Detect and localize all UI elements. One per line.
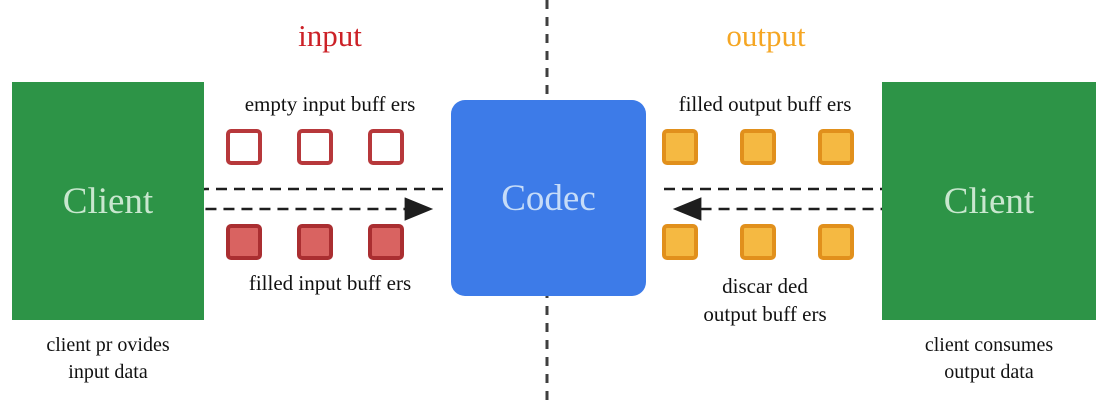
client-right-caption: client consumes output data bbox=[882, 332, 1096, 386]
discarded-output-buffers-label: discar ded output buff ers bbox=[645, 272, 885, 328]
empty-input-buffer bbox=[226, 129, 262, 165]
client-left-caption-line2: input data bbox=[68, 361, 148, 383]
filled-input-buffers-label: filled input buff ers bbox=[248, 271, 412, 295]
filled-output-buffer bbox=[740, 129, 776, 165]
client-right-caption-line1: client consumes bbox=[924, 334, 1054, 356]
filled-input-buffer bbox=[368, 224, 404, 260]
empty-input-buffer-row bbox=[226, 129, 404, 165]
client-left-title: Client bbox=[62, 180, 154, 222]
codec-box: Codec bbox=[451, 100, 646, 296]
client-left-caption-line1: client pr ovides bbox=[46, 334, 170, 356]
empty-input-buffer bbox=[297, 129, 333, 165]
input-section-label: input bbox=[298, 18, 362, 53]
discarded-output-buffer bbox=[818, 224, 854, 260]
discarded-output-buffer-row bbox=[662, 224, 854, 260]
output-flow-arrow bbox=[664, 187, 909, 221]
filled-output-buffer bbox=[662, 129, 698, 165]
empty-input-buffers-label: empty input buff ers bbox=[244, 92, 416, 116]
client-right-caption-line2: output data bbox=[944, 361, 1034, 383]
output-section-label: output bbox=[726, 18, 806, 53]
client-right-box: Client bbox=[882, 82, 1096, 320]
client-right-title: Client bbox=[943, 180, 1035, 222]
filled-input-buffer-row bbox=[226, 224, 404, 260]
empty-input-buffer bbox=[368, 129, 404, 165]
discarded-label-line2: output buff ers bbox=[703, 302, 827, 326]
filled-output-buffer-row bbox=[662, 129, 854, 165]
client-left-caption: client pr ovides input data bbox=[12, 332, 204, 386]
input-flow-arrow bbox=[193, 187, 443, 221]
filled-output-buffers-label: filled output buff ers bbox=[678, 92, 852, 116]
client-left-box: Client bbox=[12, 82, 204, 320]
filled-output-buffer bbox=[818, 129, 854, 165]
discarded-label-line1: discar ded bbox=[722, 274, 808, 298]
discarded-output-buffer bbox=[740, 224, 776, 260]
filled-input-buffer bbox=[226, 224, 262, 260]
codec-title: Codec bbox=[501, 177, 596, 219]
filled-input-buffer bbox=[297, 224, 333, 260]
discarded-output-buffer bbox=[662, 224, 698, 260]
